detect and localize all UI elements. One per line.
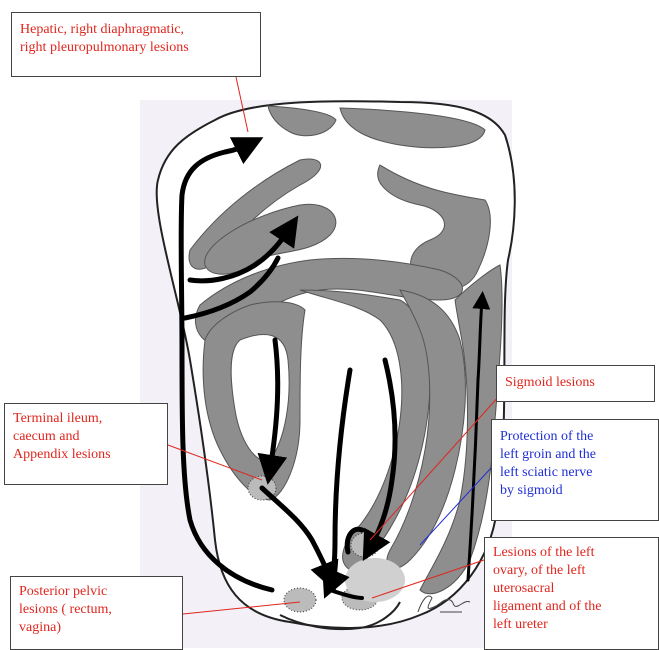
callout-sigmoid-protection: Protection of the left groin and the lef… [491,419,659,521]
callout-terminal-ileum-lesions: Terminal ileum, caecum and Appendix lesi… [4,403,168,485]
callout-posterior-pelvic-lesions: Posterior pelvic lesions ( rectum, vagin… [10,576,183,650]
callout-left-ovary-lesions: Lesions of the left ovary, of the left u… [484,537,659,650]
lesion-posterior-pelvic [284,588,316,612]
callout-sigmoid-lesions: Sigmoid lesions [496,365,655,402]
callout-hepatic-lesions: Hepatic, right diaphragmatic, right pleu… [11,12,261,77]
